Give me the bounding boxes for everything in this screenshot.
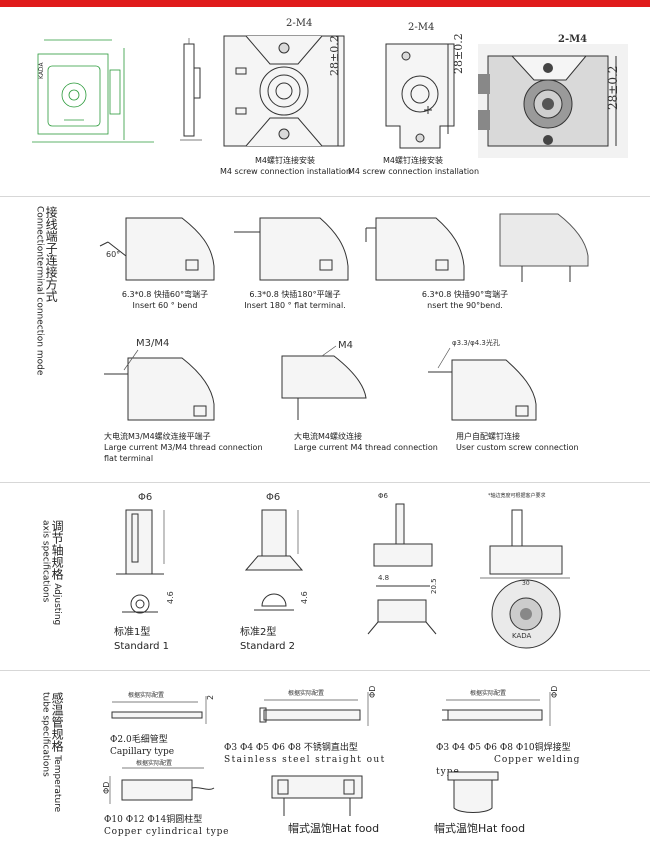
caption-standard-2: 标准2型 Standard 2	[240, 627, 296, 652]
terminal-photo-drawing	[494, 206, 620, 286]
divider-3	[0, 670, 650, 671]
axis-note: *轴边宽度可根据客户要求	[488, 493, 546, 499]
terminal-custom-screw-drawing: φ3.3/φ4.3光孔	[420, 339, 550, 424]
angle-60-label: 60°	[106, 250, 121, 259]
caption-terminal-90: 6.3*0.8 快插90°弯端子 nsert the 90°bend.	[421, 290, 509, 310]
copper-welding-tube-drawing: 根据实际配置 ΦD	[440, 686, 560, 730]
dim-28-a: 28±0.2	[328, 35, 341, 76]
caption-copper-cylinder: Φ10 Φ12 Φ14铜圆柱型 Copper cylindrical type	[104, 815, 230, 838]
dim-205-label: 20.5	[430, 578, 438, 594]
label-2-m4-b: 2-M4	[408, 22, 435, 33]
terminal-60-bend-drawing: 60°	[96, 206, 222, 286]
caption-hat-food-1: 帽式温饱Hat food	[288, 822, 380, 835]
thermostat-side-view-small	[178, 38, 206, 148]
caption-copper-welding: Φ3 Φ4 Φ5 Φ6 Φ8 Φ10铜焊接型 Copper welding ty…	[436, 743, 581, 777]
caption-m3m4-thread: 大电流M3/M4螺纹连接平端子 Large current M3/M4 thre…	[104, 432, 263, 463]
caption-terminal-60: 6.3*0.8 快插60°弯端子 Insert 60 ° bend	[121, 290, 209, 310]
tube-len-label-2: 根据实际配置	[288, 690, 325, 697]
dim-46-b: 4.6	[300, 591, 309, 604]
thermostat-technical-drawing-green: KADA	[24, 30, 164, 150]
terminal-90-bend-drawing	[362, 206, 488, 286]
caption-m4-install-2: M4螺钉连接安装 M4 screw connection installatio…	[348, 156, 480, 176]
caption-stainless: Φ3 Φ4 Φ5 Φ6 Φ8 不锈钢直出型 Stainless steel st…	[224, 743, 386, 766]
terminal-m4-thread-drawing: M4	[276, 340, 406, 424]
axis-standard-1-drawing: Φ6 4.6	[108, 492, 198, 624]
thermostat-photo-render: 2-M4 28±0.2	[478, 34, 628, 158]
label-2-m4-a: 2-M4	[286, 18, 313, 29]
section-title-connection: 接线端子连接方式 Connectionterminal connection m…	[34, 206, 59, 376]
caption-m4-thread: 大电流M4螺纹连接 Large current M4 thread connec…	[294, 432, 438, 452]
section-title-tube: 感温管规格 Temperature tube specifications	[40, 692, 65, 813]
hat-food-drawing-2	[446, 770, 502, 816]
dim-46-a: 4.6	[166, 591, 175, 604]
phi-d-label-1: ΦD	[368, 685, 377, 698]
caption-capillary: Φ2.0毛细管型 Capillary type	[110, 735, 175, 758]
caption-m4-install-1: M4螺钉连接安装 M4 screw connection installatio…	[220, 156, 352, 176]
divider-2	[0, 482, 650, 483]
terminal-180-flat-drawing	[232, 206, 358, 286]
phi6-b-label: Φ6	[266, 492, 281, 503]
m4-label: M4	[338, 340, 353, 351]
section-title-axis: 调节轴规格 Adjusting axis specifications	[40, 520, 65, 626]
label-2-m4-c: 2-M4	[558, 34, 588, 45]
dim-30-label: 30	[522, 580, 530, 587]
hole-label: φ3.3/φ4.3光孔	[452, 339, 500, 347]
phi6-a-label: Φ6	[138, 492, 153, 503]
caption-hat-food-2: 帽式温饱Hat food	[434, 822, 526, 835]
capillary-tube-drawing: 根据实际配置 2	[106, 690, 215, 730]
terminal-m3m4-drawing: M3/M4	[98, 338, 228, 424]
hat-food-drawing-1	[268, 770, 368, 820]
phi-d-label-3: ΦD	[102, 781, 111, 794]
copper-cylinder-tube-drawing: 根据实际配置 ΦD	[100, 758, 218, 812]
axis-photo-drawing: *轴边宽度可根据客户要求 30 KADA	[470, 490, 620, 652]
dim-48-label: 4.8	[378, 574, 390, 582]
tube-len-label-3: 根据实际配置	[470, 690, 507, 697]
thermostat-front-view-large: 2-M4 28±0.2	[216, 18, 352, 154]
kada-brand-small: KADA	[38, 62, 45, 79]
dim-2-label: 2	[206, 694, 215, 700]
caption-standard-1: 标准1型 Standard 1	[114, 627, 170, 652]
thermostat-front-view-mid: 2-M4 28±0.2	[380, 22, 465, 154]
caption-terminal-180: 6.3*0.8 快插180°平端子 Insert 180 ° flat term…	[244, 290, 346, 310]
phi-d-label-2: ΦD	[550, 685, 559, 698]
kada-brand-axis: KADA	[512, 632, 532, 640]
axis-standard-2-drawing: Φ6 4.6	[236, 492, 326, 624]
axis-detail-drawing: Φ6 4.8 20.5	[360, 490, 460, 640]
caption-custom-screw: 用户自配螺钉连接 User custom screw connection	[456, 432, 579, 452]
m3m4-label: M3/M4	[136, 338, 170, 349]
tube-len-label-4: 根据实际配置	[136, 760, 173, 767]
dim-28-b: 28±0.2	[452, 33, 465, 74]
phi6-c-label: Φ6	[378, 492, 388, 500]
tube-len-label-1: 根据实际配置	[128, 692, 165, 699]
top-accent-bar	[0, 0, 650, 7]
dim-28-c: 28±0.2	[606, 65, 620, 110]
stainless-tube-drawing: 根据实际配置 ΦD	[258, 686, 378, 730]
divider-1	[0, 196, 650, 197]
